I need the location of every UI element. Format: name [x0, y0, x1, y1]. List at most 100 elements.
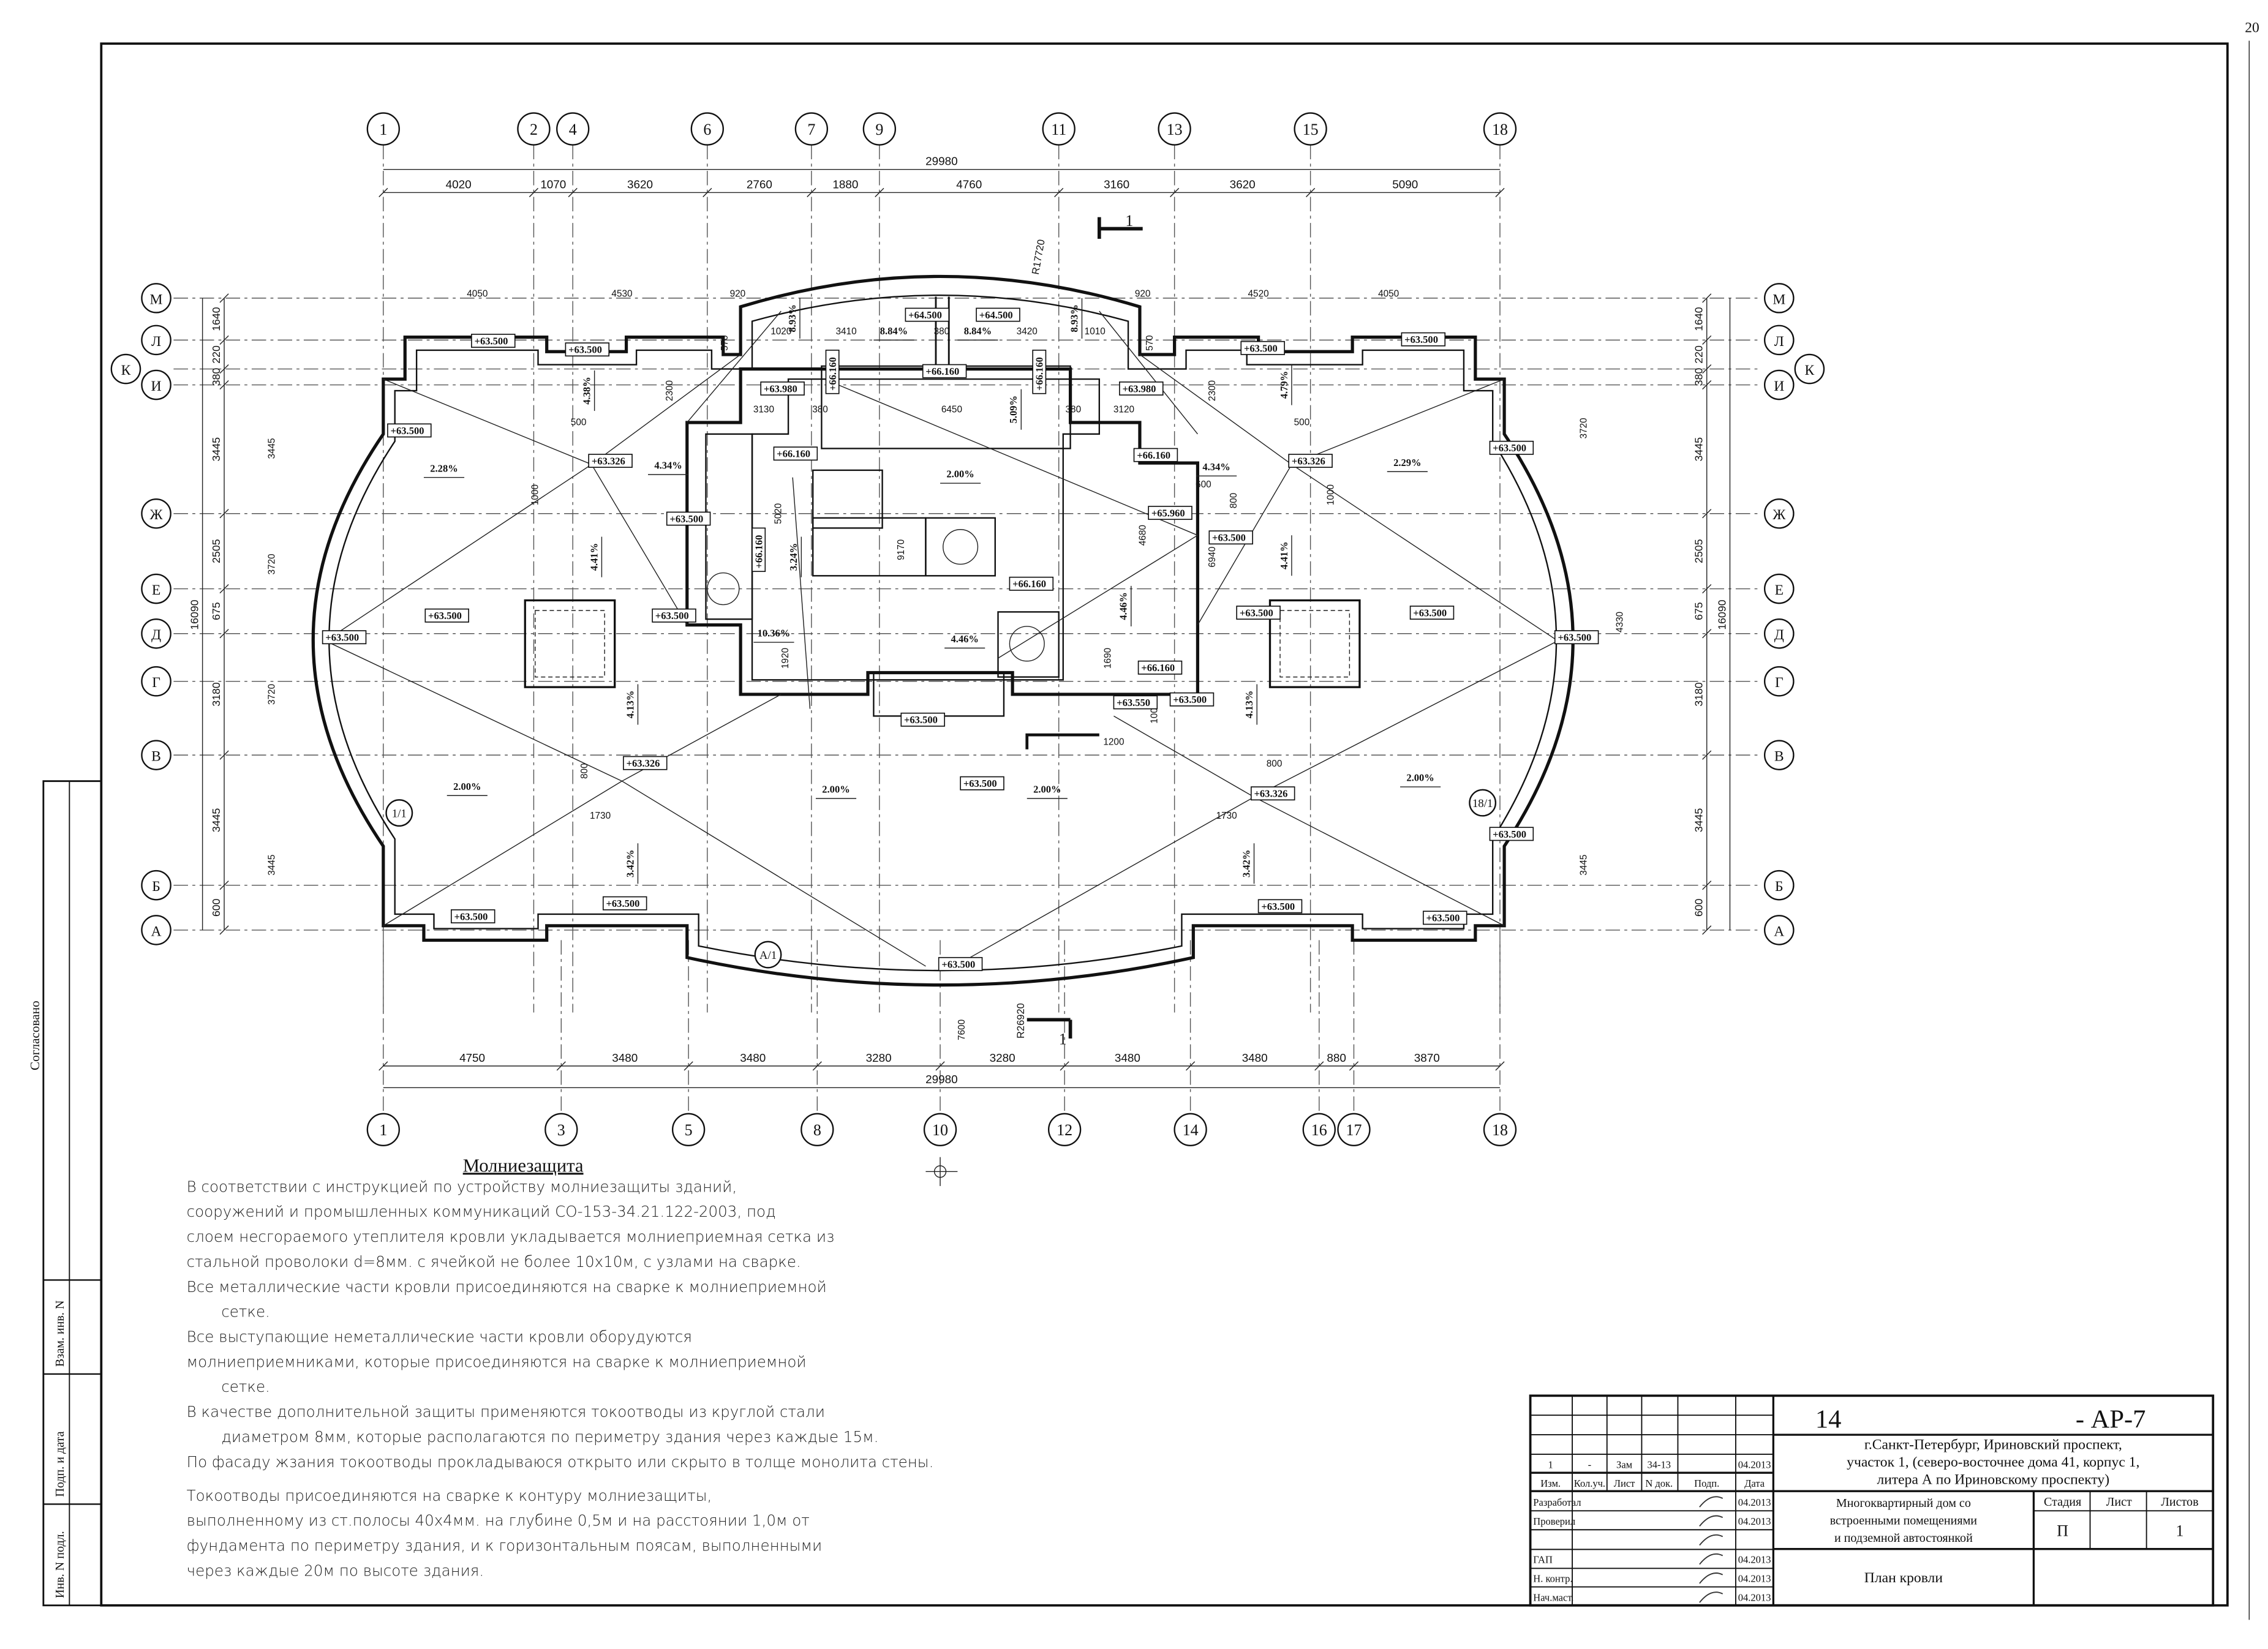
dim-text-inner: 1690 — [1103, 648, 1113, 669]
axis-label-row: Г — [152, 675, 160, 691]
axis-intersection-label: 1/1 — [392, 808, 407, 821]
dim-text-inner: 9170 — [896, 539, 906, 560]
level-value: +64.500 — [908, 309, 942, 321]
dim-text-inner: 920 — [730, 289, 746, 299]
dim-text: 1880 — [832, 178, 858, 191]
axis-label-row: М — [150, 291, 163, 307]
axis-bubble — [1042, 112, 1076, 146]
level-mark: +63.500 — [1257, 899, 1303, 914]
dim-text-inner: 7600 — [957, 1020, 967, 1040]
dim-text: 3480 — [740, 1052, 766, 1065]
dim-tick — [219, 380, 229, 390]
slope-value: 4.13% — [624, 691, 636, 718]
level-mark: +63.980 — [1119, 381, 1164, 396]
level-value: +63.500 — [1244, 342, 1278, 354]
level-value: +63.500 — [428, 610, 462, 622]
north-point-marker — [925, 1157, 958, 1186]
dim-text-inner: 5020 — [773, 503, 783, 524]
header-kol: Кол.уч. — [1574, 1478, 1605, 1489]
dim-tick — [703, 187, 712, 198]
revision-date: 04.2013 — [1738, 1459, 1771, 1470]
title-block: 14 - АР-7 г.Санкт-Петербург, Ириновский … — [1529, 1394, 2215, 1607]
axis-bubble — [141, 325, 171, 356]
level-value: +63.550 — [1117, 697, 1150, 708]
revision-kol: - — [1588, 1459, 1592, 1470]
axis-label-row: Б — [152, 879, 160, 895]
dim-text-inner: 3420 — [1017, 326, 1038, 337]
role-date: 04.2013 — [1738, 1497, 1771, 1508]
dim-text-inner: 1010 — [1085, 326, 1106, 337]
project-line-3: и подземной автостоянкой — [1834, 1531, 1973, 1545]
section-mark-bottom: 1 — [1027, 1018, 1072, 1048]
level-mark: +63.500 — [960, 776, 1004, 791]
lightning-protection-notes: Молниезащита В соответствии с инструкцие… — [187, 1155, 934, 1579]
project-line-1: Многоквартирный дом со — [1836, 1497, 1971, 1510]
axis-label-row: Ж — [1773, 507, 1786, 523]
dim-tick — [807, 187, 816, 198]
axis-label-row: Г — [1775, 675, 1784, 691]
role-label: Н. контр. — [1533, 1573, 1572, 1585]
slope-value: 8.84% — [880, 325, 908, 337]
axis-bubble — [141, 283, 171, 314]
dim-text-inner: 1000 — [1325, 484, 1336, 505]
dim-text-inner: 2300 — [665, 380, 675, 401]
axis-label-row: Д — [1774, 627, 1784, 643]
axis-label-bottom: 18 — [1492, 1121, 1508, 1139]
dim-tick — [379, 187, 388, 198]
dim-tick — [1702, 293, 1712, 303]
dim-text-inner: 1020 — [770, 326, 791, 337]
dim-text: 3480 — [612, 1052, 638, 1065]
axis-label-row: Е — [1775, 582, 1784, 598]
dim-text: 675 — [210, 602, 222, 620]
dim-total-text: 29980 — [925, 156, 958, 168]
dim-tick — [219, 750, 229, 760]
level-box — [1288, 454, 1333, 468]
header-doc: N док. — [1645, 1478, 1673, 1489]
axis-bubble — [1337, 1113, 1371, 1146]
dim-text: 5090 — [1392, 178, 1418, 191]
axis-bubble — [556, 112, 590, 146]
level-mark: +63.500 — [450, 909, 495, 923]
axis-label-top: 11 — [1051, 121, 1066, 138]
axis-bubble — [862, 112, 897, 146]
level-value: +66.160 — [827, 357, 838, 391]
level-box — [1119, 381, 1164, 396]
dim-text-inner: 3720 — [267, 554, 277, 574]
note-line: Все выступающие неметаллические части кр… — [187, 1328, 692, 1345]
axis-intersection-bubble — [385, 799, 413, 827]
level-value: +63.326 — [1254, 788, 1288, 800]
role-label: ГАП — [1533, 1553, 1553, 1565]
axis-bubble — [1483, 112, 1517, 146]
level-box — [1009, 576, 1054, 591]
svg-text:1: 1 — [1059, 1030, 1067, 1048]
dim-text-inner: 3410 — [835, 326, 856, 337]
section-mark-top: 1 — [1097, 212, 1143, 239]
dim-text: 3445 — [210, 808, 222, 833]
level-value: +63.500 — [1493, 442, 1526, 454]
dim-text-inner: 4050 — [467, 289, 488, 299]
level-value: +63.500 — [325, 632, 359, 644]
address-line-3: литера А по Ириновскому проспекту) — [1877, 1471, 2109, 1487]
slope-value: 2.00% — [453, 781, 481, 792]
level-mark: +63.500 — [1489, 827, 1534, 841]
dim-tick — [1170, 187, 1180, 198]
axis-bubble — [671, 1113, 706, 1146]
dim-text-inner: 2300 — [1207, 380, 1218, 401]
axis-label-top: 15 — [1303, 121, 1319, 138]
stage-label: Стадия — [2044, 1495, 2081, 1509]
level-value: +66.160 — [753, 535, 765, 569]
dim-tick — [1702, 335, 1712, 345]
axis-label-row: И — [151, 378, 162, 394]
axis-label-top: 13 — [1167, 121, 1183, 138]
slope-value: 2.00% — [822, 784, 850, 795]
dim-text-inner: 800 — [579, 763, 590, 779]
level-mark: +63.500 — [1208, 530, 1253, 545]
level-box — [905, 307, 950, 322]
level-box — [588, 454, 633, 468]
dim-text: 880 — [1327, 1052, 1346, 1065]
dim-tick — [1054, 187, 1064, 198]
dim-total-text: 16090 — [189, 599, 201, 629]
drawing-frame — [100, 42, 2229, 1607]
dim-tick — [1314, 1061, 1324, 1071]
level-value: +63.500 — [1404, 334, 1438, 345]
